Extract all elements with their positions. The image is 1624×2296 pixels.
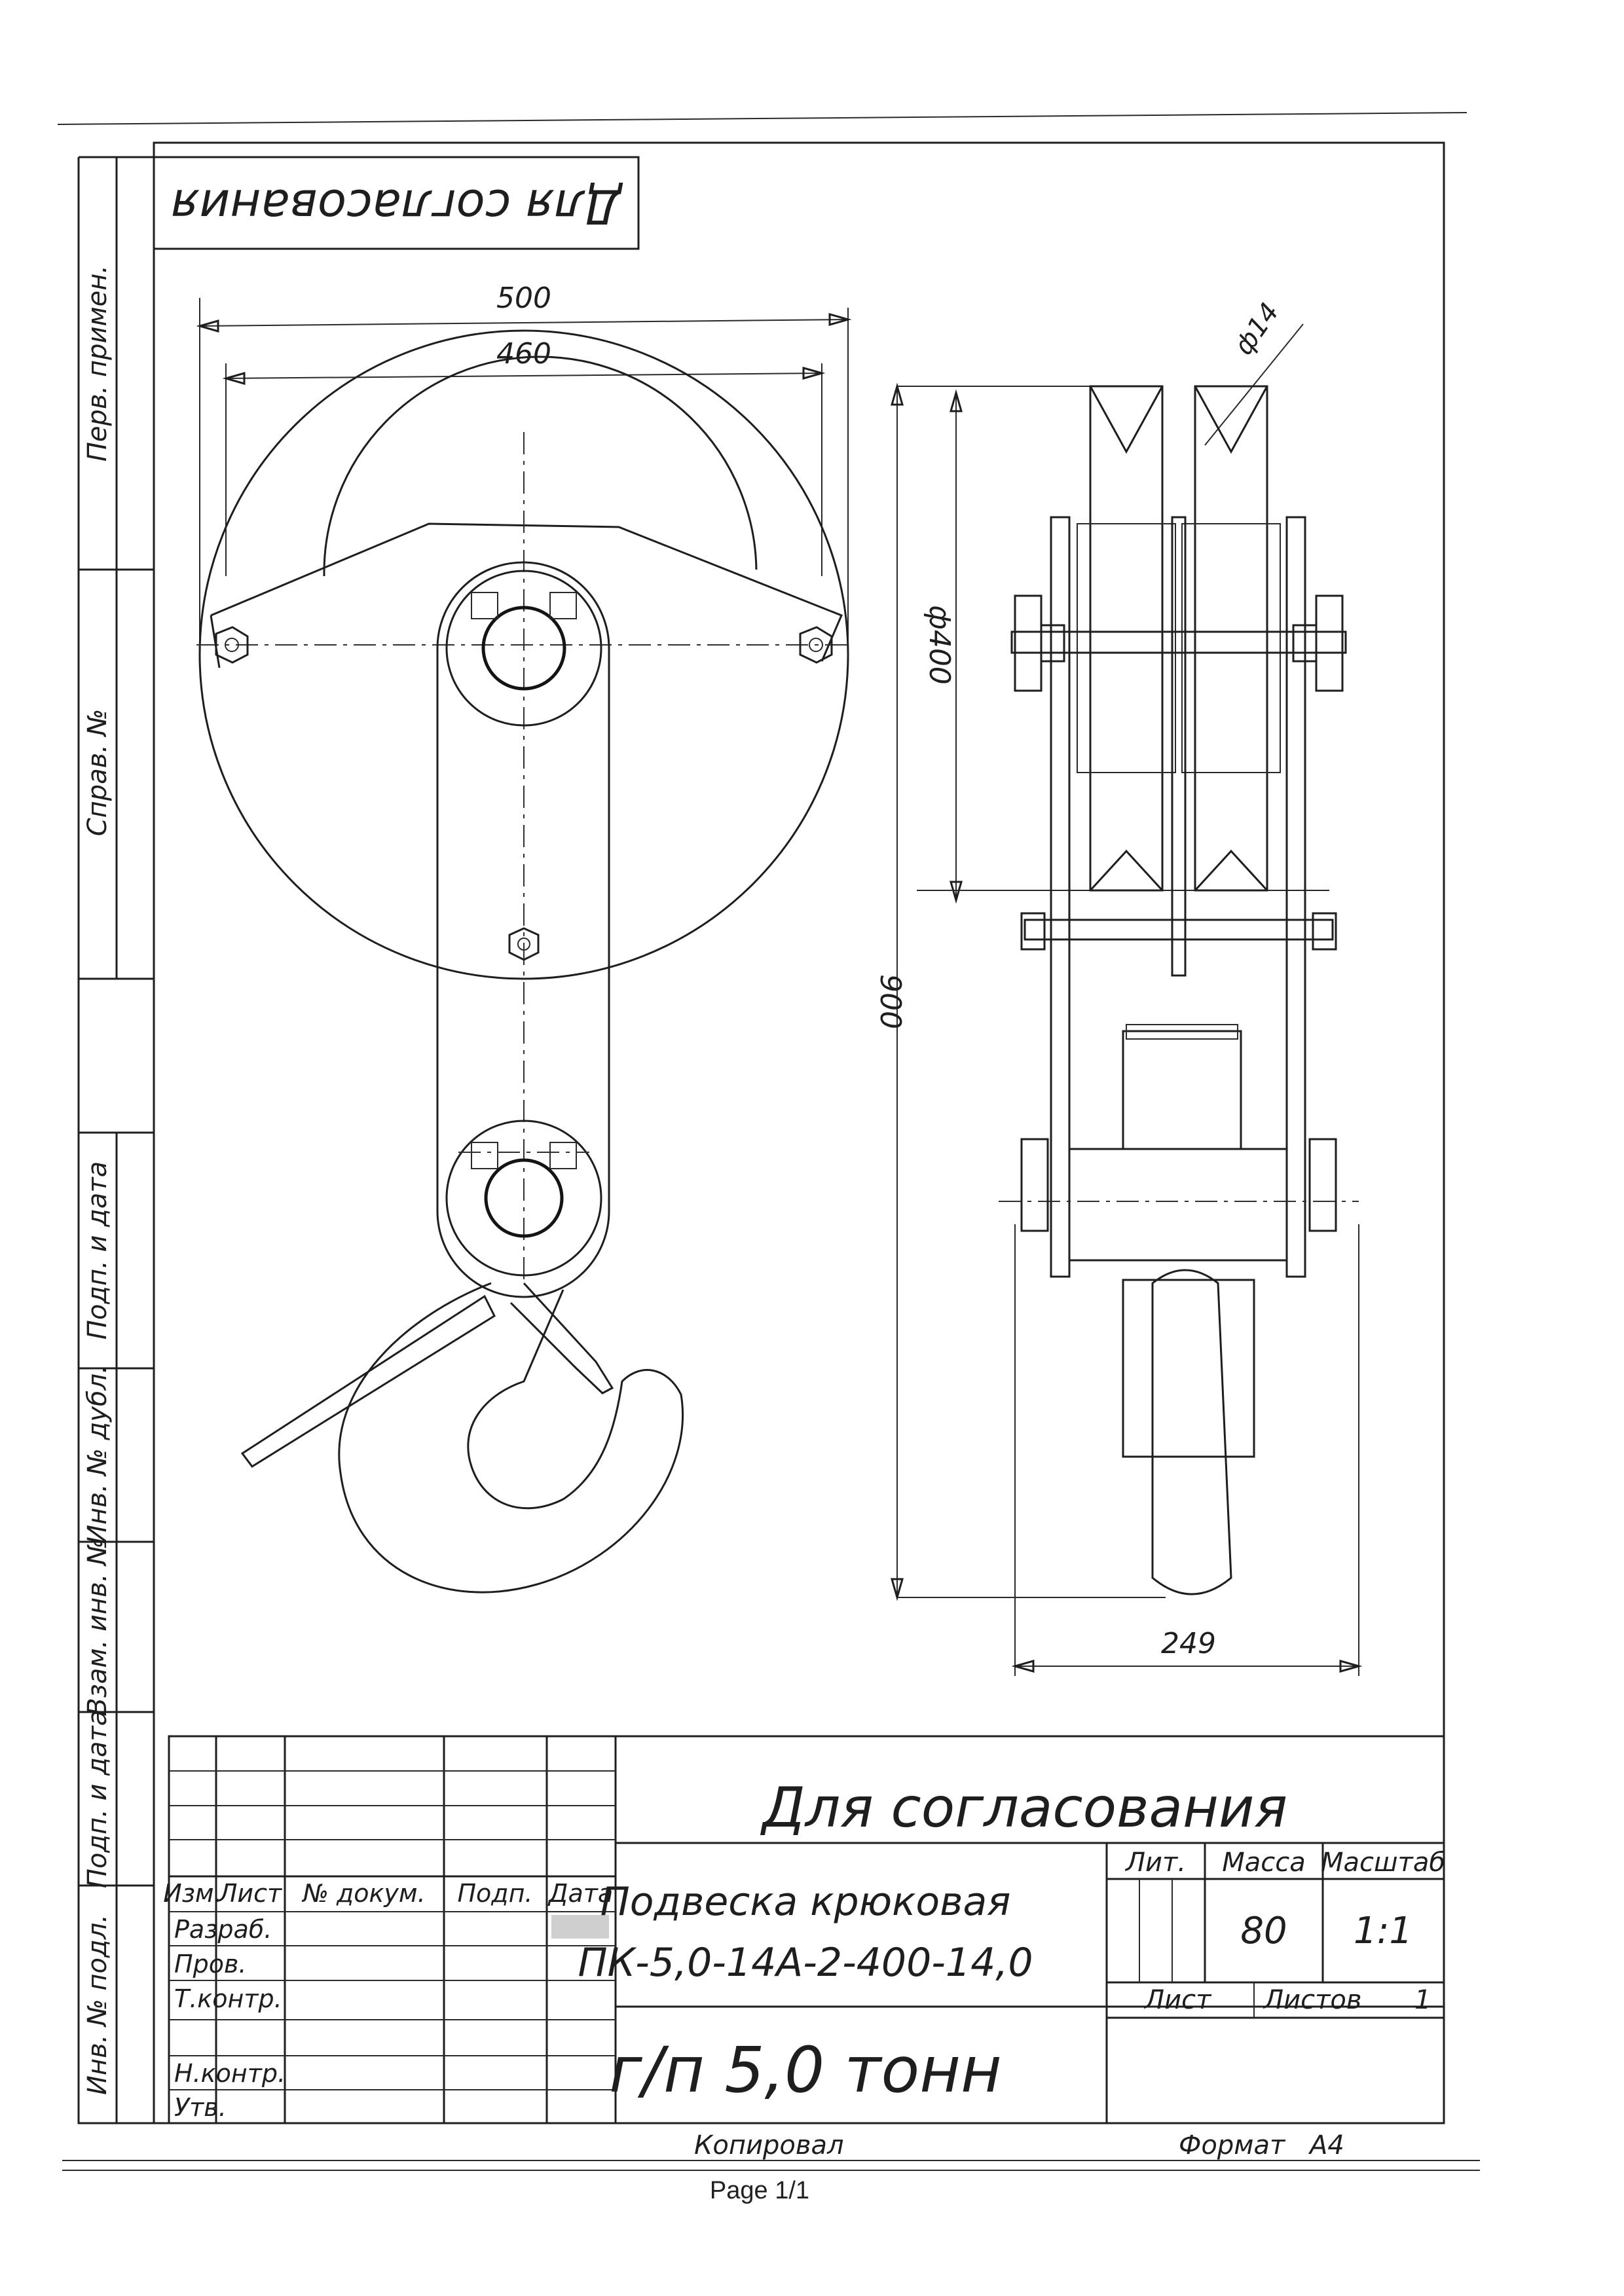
hdr-list: Лист bbox=[217, 1879, 283, 1908]
role-razrab: Разраб. bbox=[174, 1915, 272, 1944]
side-view: 900 ф400 ф14 bbox=[874, 297, 1363, 1676]
nut-center bbox=[508, 927, 540, 961]
stamp-text: Для согласования bbox=[171, 179, 623, 234]
nut-left bbox=[215, 626, 249, 664]
dim-side-width: 249 bbox=[1161, 1627, 1216, 1660]
front-view: 500 460 bbox=[196, 282, 852, 1594]
hdr-podp: Подп. bbox=[457, 1879, 532, 1908]
dim-sheave-dia: ф400 bbox=[923, 605, 956, 685]
format-value: А4 bbox=[1308, 2130, 1344, 2160]
label-inv-no-podl: Инв. № подл. bbox=[83, 1914, 113, 2095]
dim-width-inner: 460 bbox=[496, 337, 551, 371]
masshtab-value: 1:1 bbox=[1354, 1910, 1412, 1952]
side-column: Перв. примен. Справ. № Подп. и дата Инв.… bbox=[77, 157, 155, 2124]
masshtab-label: Масштаб bbox=[1321, 1848, 1445, 1878]
role-utv: Утв. bbox=[174, 2093, 227, 2122]
dim-total-height: 900 bbox=[874, 974, 907, 1029]
product-designation: ПК-5,0-14А-2-400-14,0 bbox=[578, 1940, 1033, 1986]
label-podp-i-data-2: Подп. и дата bbox=[83, 1710, 113, 1888]
hdr-no-dokum: № докум. bbox=[301, 1879, 425, 1908]
label-podp-i-data-1: Подп. и дата bbox=[83, 1161, 113, 1339]
hdr-data: Дата bbox=[547, 1879, 613, 1908]
role-prov: Пров. bbox=[174, 1950, 246, 1978]
label-vzam-inv-no: Взам. инв. № bbox=[83, 1538, 113, 1716]
dim-rope-dia: ф14 bbox=[1228, 297, 1285, 360]
title-block: Изм. Лист № докум. Подп. Дата Разраб. Пр… bbox=[163, 1735, 1445, 2160]
product-capacity: г/п 5,0 тонн bbox=[609, 2033, 1001, 2107]
hdr-izm: Изм. bbox=[163, 1879, 221, 1908]
label-sprav-no: Справ. № bbox=[83, 709, 113, 837]
label-inv-no-dubl: Инв. № дубл. bbox=[83, 1365, 113, 1544]
nut-right bbox=[799, 626, 833, 664]
date-stamp-mark bbox=[551, 1915, 609, 1939]
label-perv-primen: Перв. примен. bbox=[83, 265, 113, 462]
top-approval-stamp: Для согласования bbox=[153, 156, 640, 250]
dim-width-outer: 500 bbox=[496, 282, 551, 315]
list-label: Лист bbox=[1143, 1985, 1212, 2015]
massa-value: 80 bbox=[1240, 1910, 1287, 1952]
page-footer: Page 1/1 bbox=[710, 2177, 809, 2204]
kopiroval-label: Копировал bbox=[694, 2130, 844, 2160]
role-t-kontr: Т.контр. bbox=[174, 1984, 282, 2013]
role-n-kontr: Н.контр. bbox=[174, 2059, 286, 2088]
approval-text: Для согласования bbox=[760, 1776, 1287, 1840]
massa-label: Масса bbox=[1222, 1848, 1306, 1878]
listov-label: Листов bbox=[1263, 1985, 1361, 2015]
listov-value: 1 bbox=[1414, 1985, 1431, 2015]
format-label: Формат bbox=[1179, 2130, 1286, 2160]
product-name: Подвеска крюковая bbox=[600, 1879, 1011, 1925]
lit-label: Лит. bbox=[1124, 1848, 1186, 1878]
